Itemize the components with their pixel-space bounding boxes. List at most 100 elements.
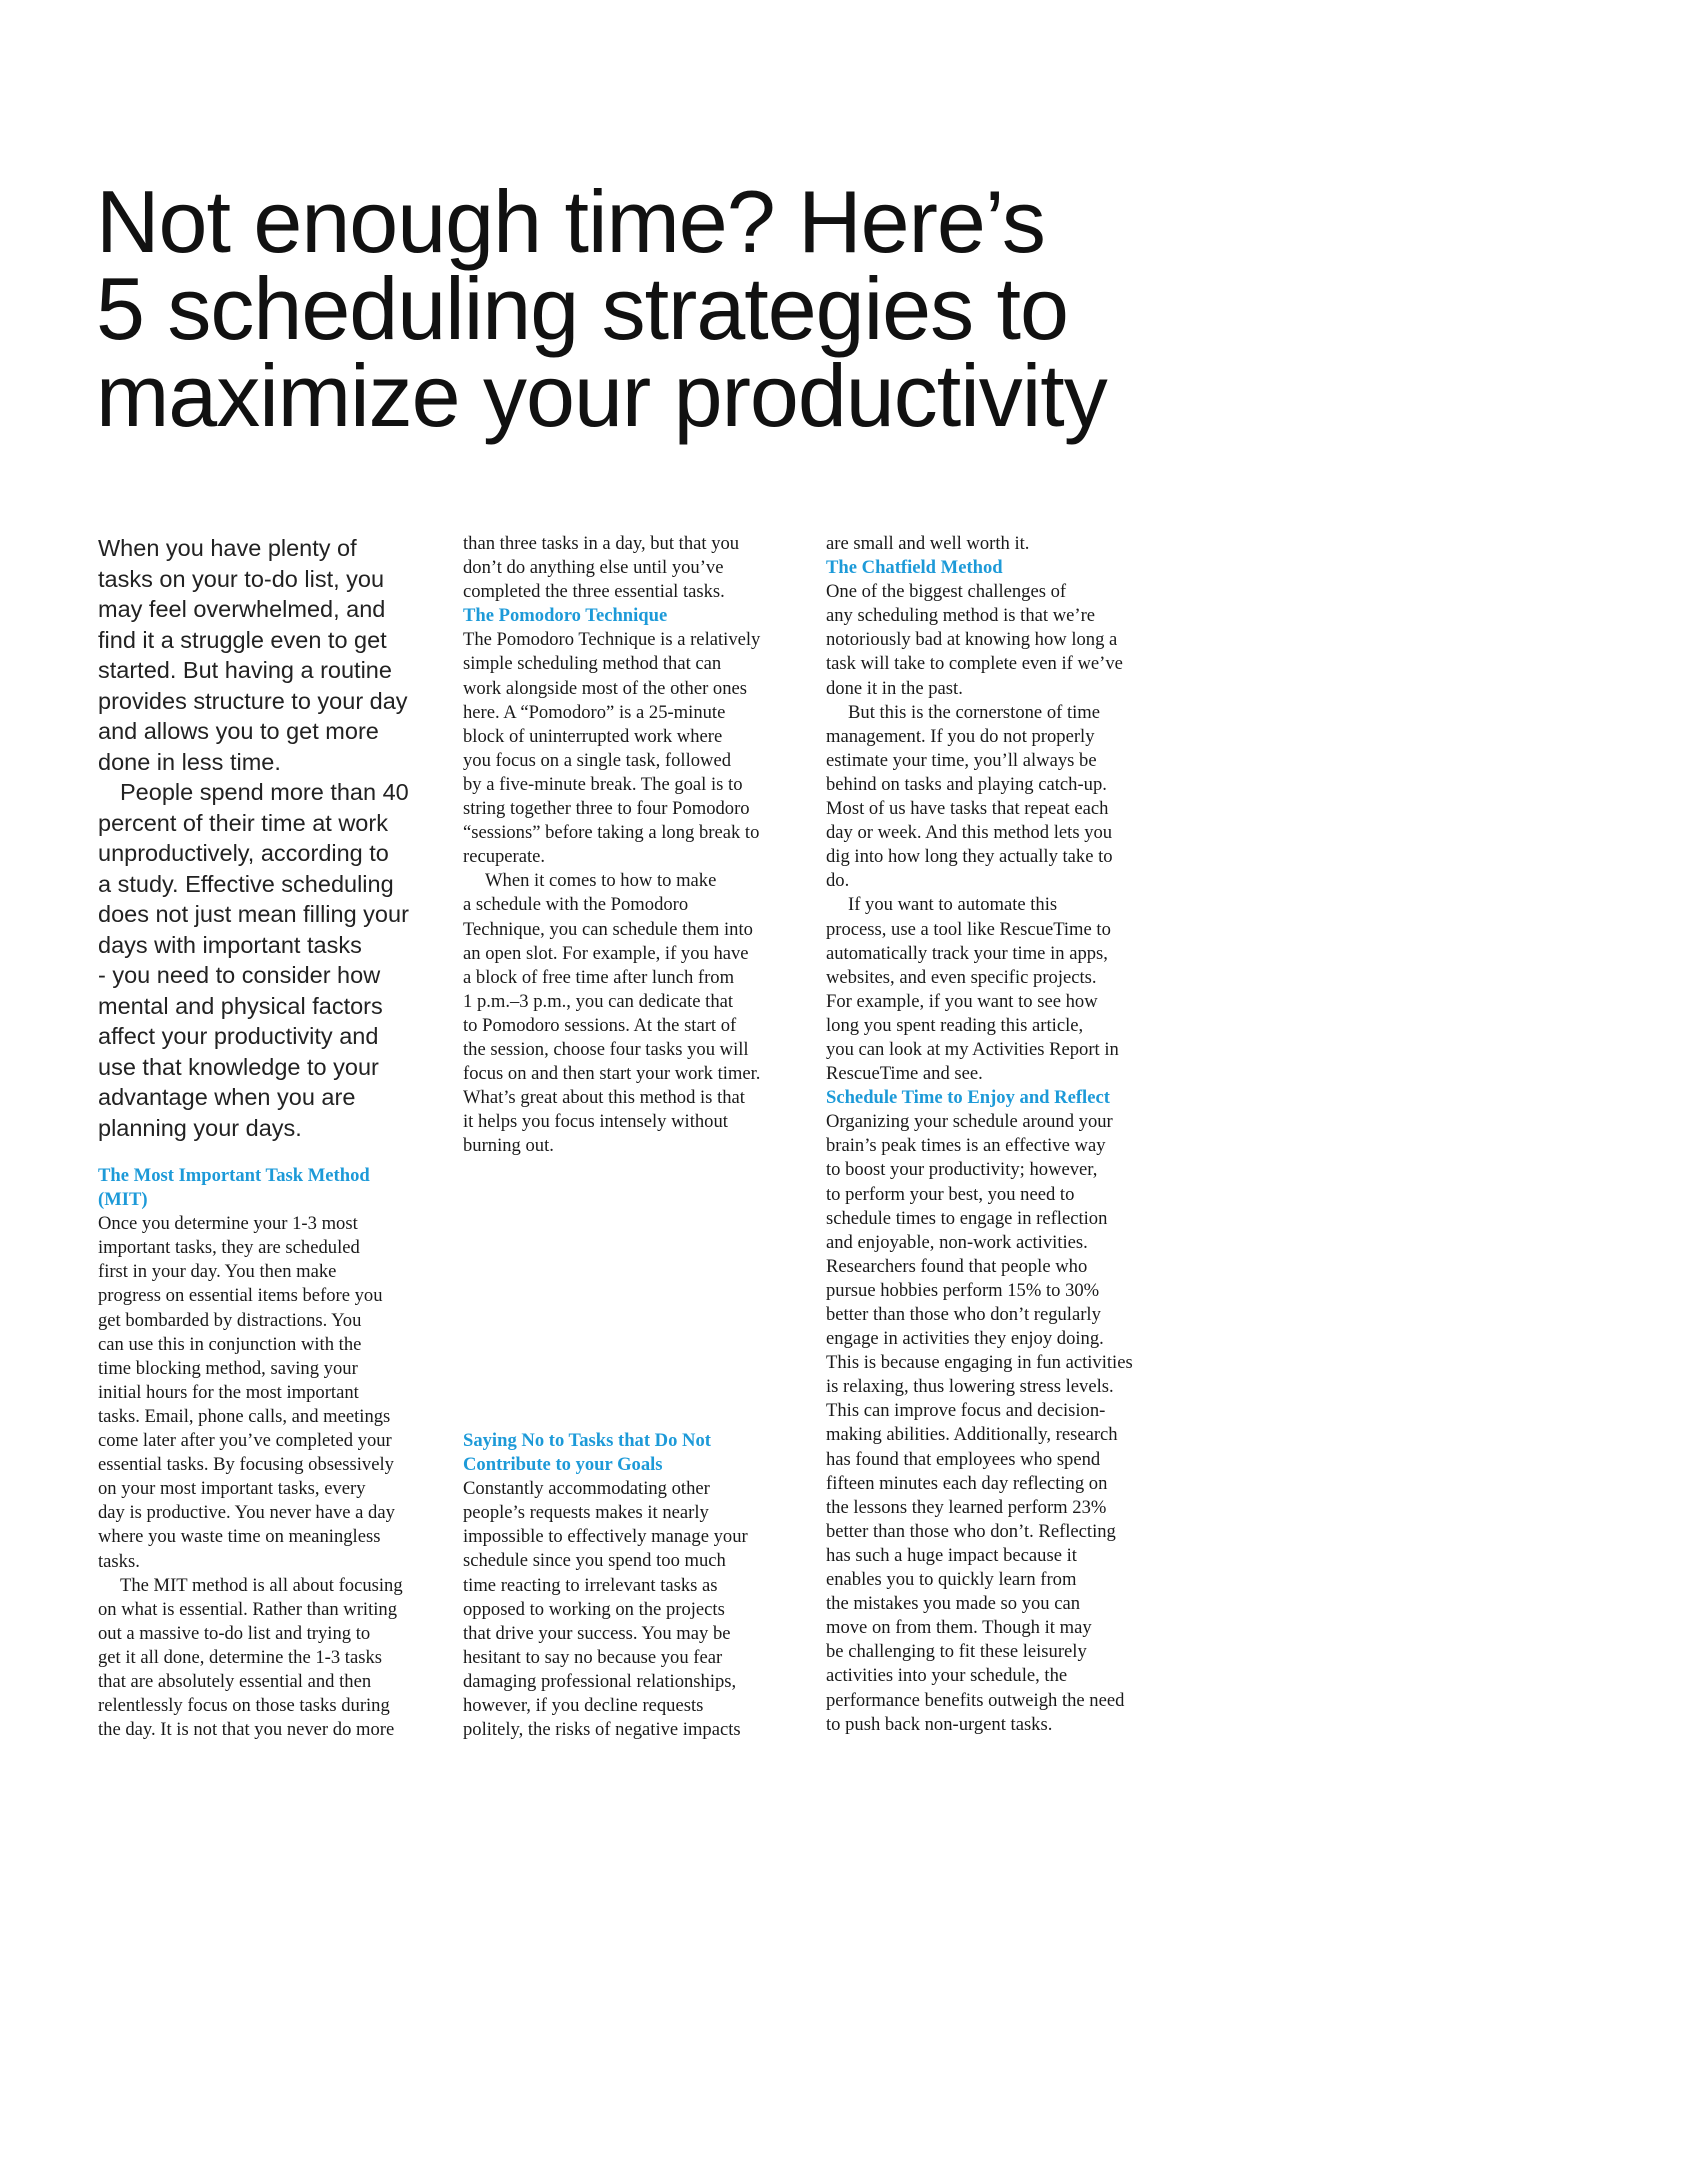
paragraph: than three tasks in a day, but that you d… <box>463 532 823 604</box>
column-1-body: The Most Important Task Method(MIT)Once … <box>98 1164 458 1742</box>
section-heading: The Chatfield Method <box>826 556 1186 580</box>
text-line: that drive your success. You may be <box>463 1622 731 1644</box>
text-line: done it in the past. <box>826 677 963 699</box>
text-line: has such a huge impact because it <box>826 1544 1077 1566</box>
text-line: (MIT) <box>98 1189 148 1211</box>
text-line: a block of free time after lunch from <box>463 966 735 988</box>
text-line: process, use a tool like RescueTime to <box>826 918 1111 940</box>
text-line: People spend more than 40 <box>120 779 409 805</box>
text-line: engage in activities they enjoy doing. <box>826 1328 1104 1350</box>
text-line: politely, the risks of negative impacts <box>463 1719 741 1741</box>
text-line: you focus on a single task, followed <box>463 749 732 771</box>
text-line: If you want to automate this <box>848 894 1058 916</box>
text-line: find it a struggle even to get <box>98 626 387 653</box>
text-line: string together three to four Pomodoro <box>463 798 750 820</box>
text-line: tasks. Email, phone calls, and meetings <box>98 1405 391 1427</box>
text-line: websites, and even specific projects. <box>826 966 1097 988</box>
text-line: opposed to working on the projects <box>463 1598 725 1620</box>
text-line: by a five-minute break. The goal is to <box>463 773 743 795</box>
text-line: time reacting to irrelevant tasks as <box>463 1574 718 1596</box>
paragraph: People spend more than 40 percent of thei… <box>98 777 458 1143</box>
text-line: be challenging to fit these leisurely <box>826 1641 1087 1663</box>
text-line: don’t do anything else until you’ve <box>463 557 724 579</box>
text-line: Once you determine your 1-3 most <box>98 1213 358 1235</box>
title-line: 5 scheduling strategies to <box>96 259 1069 358</box>
text-line: progress on essential items before you <box>98 1285 383 1307</box>
text-line: One of the biggest challenges of <box>826 581 1067 603</box>
text-line: and allows you to get more <box>98 718 379 744</box>
text-line: started. But having a routine <box>98 657 392 683</box>
text-line: simple scheduling method that can <box>463 653 722 675</box>
text-line: day is productive. You never have a day <box>98 1502 395 1524</box>
text-line: where you waste time on meaningless <box>98 1526 381 1548</box>
text-line: But this is the cornerstone of time <box>848 701 1101 723</box>
text-line: completed the three essential tasks. <box>463 581 725 603</box>
text-line: fifteen minutes each day reflecting on <box>826 1472 1108 1494</box>
text-line: the lessons they learned perform 23% <box>826 1496 1107 1518</box>
text-line: it helps you focus intensely without <box>463 1111 728 1133</box>
text-line: block of uninterrupted work where <box>463 725 723 747</box>
text-line: damaging professional relationships, <box>463 1670 737 1692</box>
text-line: out a massive to-do list and trying to <box>98 1622 371 1644</box>
text-line: - you need to consider how <box>98 962 381 988</box>
text-line: Organizing your schedule around your <box>826 1111 1113 1133</box>
text-line: to perform your best, you need to <box>826 1183 1075 1205</box>
text-line: than three tasks in a day, but that you <box>463 533 740 554</box>
text-line: Researchers found that people who <box>826 1255 1088 1277</box>
text-line: a study. Effective scheduling <box>98 870 394 897</box>
text-line: management. If you do not properly <box>826 725 1095 747</box>
text-line: percent of their time at work <box>98 809 388 836</box>
text-line: task will take to complete even if we’ve <box>826 653 1123 675</box>
text-line: This is because engaging in fun activiti… <box>826 1352 1133 1374</box>
text-line: Saying No to Tasks that Do Not <box>463 1430 711 1451</box>
text-line: the day. It is not that you never do mor… <box>98 1719 395 1741</box>
text-line: here. A “Pomodoro” is a 25-minute <box>463 701 726 723</box>
text-line: For example, if you want to see how <box>826 990 1098 1012</box>
text-line: initial hours for the most important <box>98 1381 359 1403</box>
text-line: relentlessly focus on those tasks during <box>98 1695 390 1717</box>
text-line: do. <box>826 870 850 892</box>
text-line: an open slot. For example, if you have <box>463 942 749 964</box>
section-heading: The Most Important Task Method(MIT) <box>98 1164 458 1212</box>
text-line: that are absolutely essential and then <box>98 1670 372 1692</box>
text-line: schedule times to engage in reflection <box>826 1207 1108 1229</box>
text-line: activities into your schedule, the <box>826 1665 1068 1687</box>
text-line: impossible to effectively manage your <box>463 1526 748 1548</box>
text-line: The MIT method is all about focusing <box>120 1574 403 1596</box>
text-line: better than those who don’t regularly <box>826 1304 1101 1325</box>
article-title: Not enough time? Here’s 5 scheduling str… <box>96 178 1108 440</box>
text-line: work alongside most of the other ones <box>463 677 748 699</box>
text-line: to push back non-urgent tasks. <box>826 1713 1053 1735</box>
text-line: done in less time. <box>98 748 281 775</box>
text-line: making abilities. Additionally, research <box>826 1424 1118 1446</box>
text-line: performance benefits outweigh the need <box>826 1689 1125 1711</box>
text-line: planning your days. <box>98 1114 302 1141</box>
text-line: get bombarded by distractions. You <box>98 1309 362 1331</box>
section-heading: Schedule Time to Enjoy and Reflect <box>826 1086 1186 1110</box>
text-line: people’s requests makes it nearly <box>463 1502 709 1524</box>
text-line: tasks. <box>98 1550 140 1572</box>
text-line: unproductively, according to <box>98 840 389 866</box>
text-line: advantage when you are <box>98 1084 356 1110</box>
text-line: provides structure to your day <box>98 687 408 714</box>
text-line: is relaxing, thus lowering stress levels… <box>826 1376 1114 1398</box>
text-line: pursue hobbies perform 15% to 30% <box>826 1279 1100 1301</box>
text-line: important tasks, they are scheduled <box>98 1237 360 1259</box>
text-line: notoriously bad at knowing how long a <box>826 629 1118 651</box>
text-line: are small and well worth it. <box>826 533 1030 554</box>
text-line: behind on tasks and playing catch-up. <box>826 773 1107 795</box>
text-line: Schedule Time to Enjoy and Reflect <box>826 1087 1110 1109</box>
text-line: come later after you’ve completed your <box>98 1430 392 1452</box>
text-line: Constantly accommodating other <box>463 1478 710 1500</box>
text-line: first in your day. You then make <box>98 1261 337 1283</box>
text-line: 1 p.m.–3 p.m., you can dedicate that <box>463 990 734 1012</box>
text-line: long you spent reading this article, <box>826 1014 1084 1036</box>
text-line: get it all done, determine the 1-3 tasks <box>98 1646 382 1668</box>
text-line: to boost your productivity; however, <box>826 1159 1098 1181</box>
text-line: any scheduling method is that we’re <box>826 605 1096 627</box>
text-line: mental and physical factors <box>98 992 383 1019</box>
